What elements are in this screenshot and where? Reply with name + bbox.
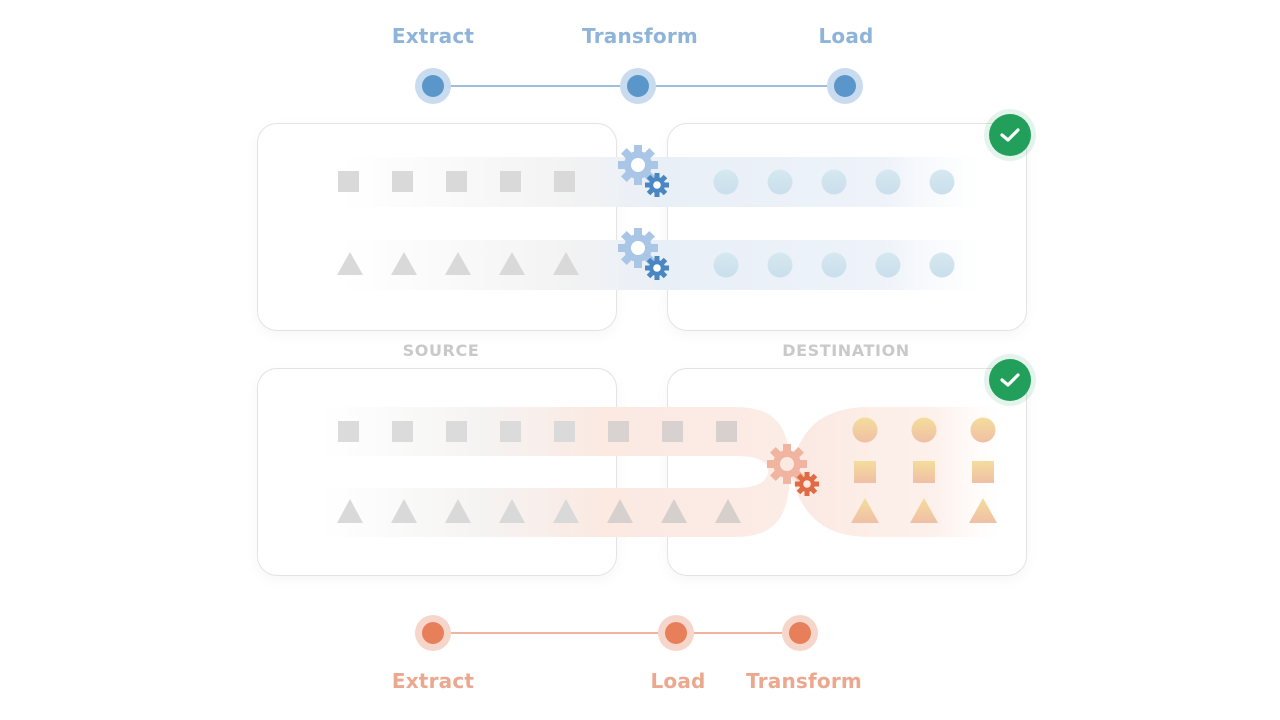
transformed-square	[854, 461, 876, 483]
transformed-triangle	[910, 498, 938, 523]
elt-step-load-node	[658, 615, 694, 651]
etl-step-load-label: Load	[818, 24, 874, 48]
transformed-square	[972, 461, 994, 483]
transformed-circle	[911, 417, 937, 443]
raw-triangle-shape	[391, 252, 417, 275]
raw-triangle-shape	[607, 499, 633, 523]
raw-triangle-shape	[661, 499, 687, 523]
transformed-dot	[767, 252, 793, 278]
raw-triangle-shape	[445, 499, 471, 523]
elt-destination-band	[790, 407, 1000, 537]
raw-triangle-shape	[553, 252, 579, 275]
raw-square-shape	[608, 421, 629, 442]
raw-triangle-shape	[553, 499, 579, 523]
etl-step-transform-node	[620, 68, 656, 104]
transformed-square	[913, 461, 935, 483]
raw-triangle-shape	[337, 252, 363, 275]
raw-square-shape	[554, 421, 575, 442]
gears-icon	[767, 444, 819, 496]
source-label: SOURCE	[402, 341, 480, 360]
raw-triangle-shape	[391, 499, 417, 523]
transformed-dot	[767, 169, 793, 195]
transformed-triangle	[851, 498, 879, 523]
transformed-dot	[821, 169, 847, 195]
destination-label: DESTINATION	[782, 341, 910, 360]
elt-step-extract-node	[415, 615, 451, 651]
raw-triangle-shape	[499, 499, 525, 523]
raw-square-shape	[662, 421, 683, 442]
transformed-dot	[875, 169, 901, 195]
raw-square-shape	[392, 421, 413, 442]
elt-timeline-line	[433, 632, 800, 634]
transformed-circle	[852, 417, 878, 443]
check-circle-icon	[989, 114, 1031, 156]
raw-square-shape	[446, 421, 467, 442]
raw-square-shape	[338, 421, 359, 442]
raw-triangle-shape	[715, 499, 741, 523]
etl-step-extract-label: Extract	[391, 24, 475, 48]
check-circle-icon	[989, 359, 1031, 401]
raw-square-shape	[500, 171, 521, 192]
transformed-dot	[929, 252, 955, 278]
elt-step-transform-label: Transform	[746, 669, 862, 693]
elt-step-load-label: Load	[650, 669, 706, 693]
etl-step-transform-label: Transform	[582, 24, 698, 48]
elt-step-transform-node	[782, 615, 818, 651]
raw-square-shape	[716, 421, 737, 442]
elt-step-extract-label: Extract	[391, 669, 475, 693]
transformed-dot	[875, 252, 901, 278]
raw-triangle-shape	[499, 252, 525, 275]
transformed-dot	[713, 169, 739, 195]
transformed-dot	[929, 169, 955, 195]
transformed-dot	[821, 252, 847, 278]
raw-square-shape	[338, 171, 359, 192]
etl-step-load-node	[827, 68, 863, 104]
etl-step-extract-node	[415, 68, 451, 104]
raw-triangle-shape	[337, 499, 363, 523]
raw-square-shape	[446, 171, 467, 192]
transformed-circle	[970, 417, 996, 443]
gears-icon	[618, 145, 669, 197]
raw-triangle-shape	[445, 252, 471, 275]
transformed-triangle	[969, 498, 997, 523]
gears-icon	[618, 228, 669, 280]
elt-source-panel	[257, 368, 617, 576]
raw-square-shape	[500, 421, 521, 442]
transformed-dot	[713, 252, 739, 278]
raw-square-shape	[392, 171, 413, 192]
raw-square-shape	[554, 171, 575, 192]
